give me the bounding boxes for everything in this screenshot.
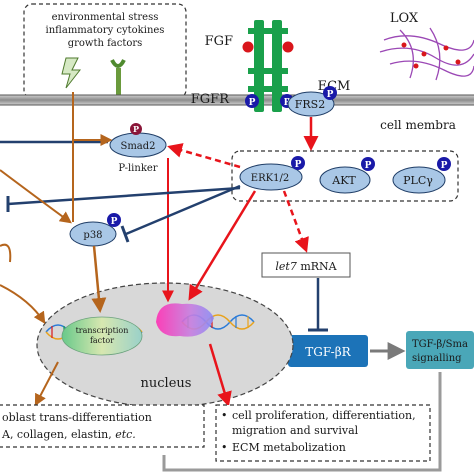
inhibit-erk-p38: [125, 184, 241, 236]
arrow-erk-smad2: [167, 143, 241, 169]
brown-path-left: [0, 243, 12, 263]
outcome-left-line-1: oblast trans-differentiation: [2, 411, 152, 424]
frs2-label: FRS2: [295, 98, 325, 111]
svg-text:P: P: [441, 161, 448, 171]
fgfr-receptor-icon: [248, 20, 288, 112]
outcome-right-item-1: cell proliferation, differentiation,: [232, 409, 416, 422]
transcription-factor: transcription factor: [61, 316, 143, 356]
svg-text:P: P: [327, 90, 334, 100]
svg-text:P: P: [284, 98, 291, 108]
smad2-node: Smad2 P: [109, 123, 167, 158]
signalling-feedback-line: [162, 372, 442, 472]
frs2-node: FRS2 P: [287, 86, 337, 117]
receptor-icon: [110, 59, 126, 98]
plc-gamma-node: PLCγ P: [392, 157, 451, 194]
inhibit-bar-icon: [120, 225, 130, 243]
arrow-erk-nucleus: [188, 190, 257, 301]
fgf-ligand-icon: [242, 41, 254, 53]
arrow-left-p38: [0, 169, 72, 224]
transcription-factor-label-2: factor: [90, 336, 114, 345]
cell-membrane-label: cell membra: [380, 118, 456, 132]
lox-fibres-icon: [379, 27, 474, 81]
lox-label: LOX: [390, 11, 419, 26]
transcription-factor-label-1: transcription: [76, 326, 129, 335]
tgf-signalling-label-2: signalling: [412, 353, 462, 364]
fgfr-label: FGFR: [191, 92, 230, 107]
outcome-right-item-3: ECM metabolization: [232, 441, 346, 454]
let7-mrna-label: let7 mRNA: [275, 260, 337, 273]
stimulus-growth-factors: growth factors: [68, 38, 143, 49]
erk-node: ERK1/2 P: [239, 156, 305, 191]
erk-label: ERK1/2: [251, 173, 289, 184]
bullet-icon: •: [221, 409, 228, 422]
lox-dots-icon: [401, 42, 461, 69]
kinase-group-box: [231, 150, 459, 202]
p-linker-label: P-linker: [118, 163, 157, 174]
stimuli-box: environmental stress inflammatory cytoki…: [23, 3, 187, 99]
let7-mrna-node: let7 mRNA: [261, 252, 351, 278]
fgf-label: FGF: [205, 34, 233, 49]
plc-gamma-label: PLCγ: [403, 174, 433, 187]
inhibit-erk-left: [7, 186, 241, 206]
svg-text:P: P: [295, 160, 302, 170]
tgf-signalling-label-1: TGF-β/Sma: [412, 339, 468, 350]
tgf-signalling-node: TGF-β/Sma signalling: [406, 331, 474, 369]
smad2-label: Smad2: [120, 141, 155, 152]
outcome-right-item-2: migration and survival: [232, 424, 359, 437]
outcome-left-line-2: A, collagen, elastin, etc.: [1, 428, 136, 441]
arrow-nucleus-outcomes: [208, 343, 232, 407]
lightning-bolt-icon: [61, 57, 82, 89]
stimulus-inflammatory-cytokines: inflammatory cytokines: [46, 25, 165, 36]
fgf-ligand-icon: [282, 41, 294, 53]
cell-membrane: [0, 94, 474, 106]
outcome-box-left: oblast trans-differentiation A, collagen…: [0, 404, 205, 448]
svg-text:P: P: [365, 161, 372, 171]
akt-label: AKT: [331, 174, 356, 187]
outcome-box-right: • cell proliferation, differentiation, m…: [215, 404, 431, 462]
pink-factor-icon: [156, 303, 214, 337]
akt-node: AKT P: [319, 157, 375, 194]
svg-text:P: P: [133, 124, 139, 134]
svg-text:P: P: [111, 217, 118, 227]
arrow-nucleus-left-outcome: [34, 361, 59, 407]
nucleus-label: nucleus: [141, 376, 192, 391]
stimulus-environmental-stress: environmental stress: [52, 12, 159, 23]
arrow-p38-transcription: [91, 245, 107, 313]
svg-text:P: P: [249, 98, 256, 108]
tgf-beta-receptor-node: TGF-βR: [288, 335, 368, 367]
bullet-icon: •: [221, 441, 228, 454]
tgf-beta-receptor-label: TGF-βR: [305, 345, 351, 359]
fgfr-phospho-badge: P: [245, 94, 259, 108]
p38-node: p38 P: [69, 213, 121, 247]
arrow-erk-let7: [282, 190, 309, 253]
arrow-left-nucleus: [0, 284, 46, 325]
p38-label: p38: [83, 230, 102, 241]
